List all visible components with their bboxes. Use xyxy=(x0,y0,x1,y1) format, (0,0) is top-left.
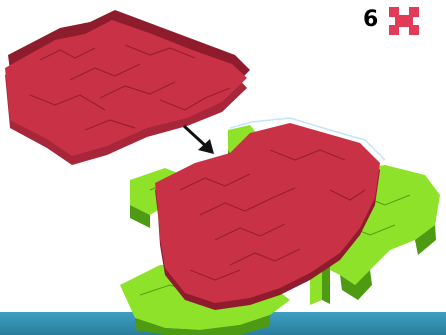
target-shape xyxy=(5,10,250,165)
arrow-down-right-icon xyxy=(184,126,214,154)
